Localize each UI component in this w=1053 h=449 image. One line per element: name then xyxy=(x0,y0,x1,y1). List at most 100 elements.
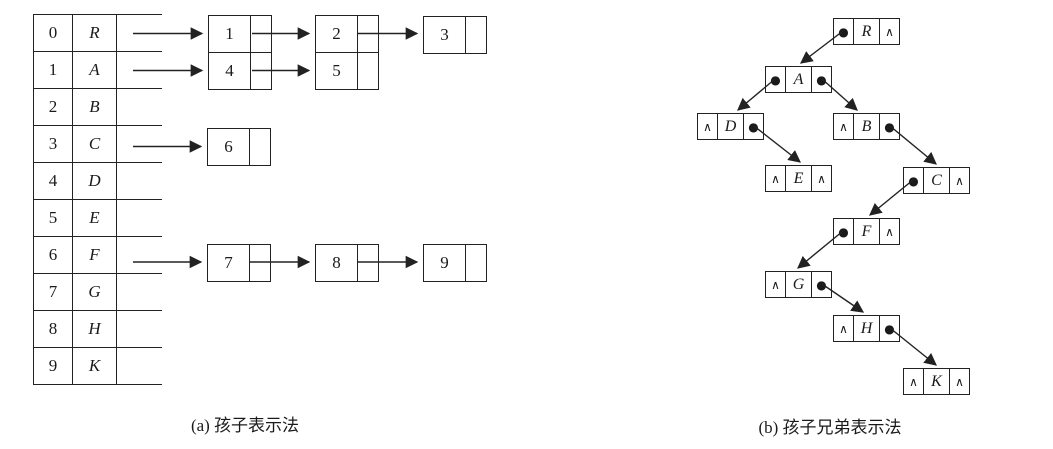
left-child-pointer: ● xyxy=(838,224,849,239)
child-list-node-9: 9 xyxy=(423,244,487,282)
row-child-pointer xyxy=(116,273,162,311)
row-child-pointer xyxy=(116,14,162,52)
right-sibling-pointer: ● xyxy=(816,72,827,87)
right-sibling-pointer: ∧ xyxy=(885,24,894,39)
sibling-node-F: ● F ∧ xyxy=(833,218,900,245)
row-child-pointer xyxy=(116,51,162,89)
node-data: R xyxy=(853,19,880,44)
left-child-pointer: ∧ xyxy=(771,171,780,186)
node-data: H xyxy=(853,316,880,341)
table-row: 9 K xyxy=(33,347,162,385)
node-child-index: 2 xyxy=(316,16,358,52)
sibling-node-R: ● R ∧ xyxy=(833,18,900,45)
sibling-node-D: ∧ D ● xyxy=(697,113,764,140)
right-sibling-pointer: ● xyxy=(816,277,827,292)
row-data: B xyxy=(72,88,117,126)
child-list-node-8: 8 xyxy=(315,244,379,282)
node-data: E xyxy=(785,166,812,191)
row-index: 1 xyxy=(33,51,73,89)
right-sibling-pointer: ● xyxy=(884,321,895,336)
right-sibling-pointer: ∧ xyxy=(955,374,964,389)
row-child-pointer xyxy=(116,125,162,163)
row-index: 8 xyxy=(33,310,73,348)
node-next-pointer xyxy=(251,53,271,89)
left-child-pointer: ∧ xyxy=(839,321,848,336)
table-row: 7 G xyxy=(33,273,162,311)
right-sibling-pointer: ∧ xyxy=(817,171,826,186)
child-list-node-4: 4 xyxy=(208,52,272,90)
child-list-node-7: 7 xyxy=(207,244,271,282)
right-sibling-pointer: ● xyxy=(884,119,895,134)
left-child-pointer: ● xyxy=(770,72,781,87)
right-sibling-pointer: ∧ xyxy=(955,173,964,188)
left-child-pointer: ∧ xyxy=(771,277,780,292)
node-child-index: 6 xyxy=(208,129,250,165)
sibling-node-G: ∧ G ● xyxy=(765,271,832,298)
sibling-node-E: ∧ E ∧ xyxy=(765,165,832,192)
left-child-pointer: ∧ xyxy=(703,119,712,134)
node-child-index: 1 xyxy=(209,16,251,52)
row-index: 4 xyxy=(33,162,73,200)
sibling-node-B: ∧ B ● xyxy=(833,113,900,140)
sibling-node-A: ● A ● xyxy=(765,66,832,93)
node-child-index: 7 xyxy=(208,245,250,281)
row-index: 7 xyxy=(33,273,73,311)
node-child-index: 5 xyxy=(316,53,358,89)
right-sibling-pointer: ● xyxy=(748,119,759,134)
row-child-pointer xyxy=(116,310,162,348)
child-list-node-6: 6 xyxy=(207,128,271,166)
row-data: G xyxy=(72,273,117,311)
node-child-index: 4 xyxy=(209,53,251,89)
row-child-pointer xyxy=(116,236,162,274)
row-data: K xyxy=(72,347,117,385)
child-list-node-3: 3 xyxy=(423,16,487,54)
row-data: F xyxy=(72,236,117,274)
node-next-pointer xyxy=(466,245,486,281)
node-next-pointer xyxy=(358,245,378,281)
node-next-pointer xyxy=(251,16,271,52)
row-data: C xyxy=(72,125,117,163)
sibling-node-H: ∧ H ● xyxy=(833,315,900,342)
node-next-pointer xyxy=(250,129,270,165)
row-index: 3 xyxy=(33,125,73,163)
row-child-pointer xyxy=(116,347,162,385)
caption-a: (a) 孩子表示法 xyxy=(190,416,300,435)
right-sibling-pointer: ∧ xyxy=(885,224,894,239)
row-index: 6 xyxy=(33,236,73,274)
row-index: 2 xyxy=(33,88,73,126)
node-data: G xyxy=(785,272,812,297)
node-next-pointer xyxy=(250,245,270,281)
row-index: 9 xyxy=(33,347,73,385)
table-row: 4 D xyxy=(33,162,162,200)
left-child-pointer: ∧ xyxy=(909,374,918,389)
left-child-pointer: ● xyxy=(908,173,919,188)
table-row: 8 H xyxy=(33,310,162,348)
table-row: 3 C xyxy=(33,125,162,163)
child-list-node-5: 5 xyxy=(315,52,379,90)
node-child-index: 3 xyxy=(424,17,466,53)
child-list-node-2: 2 xyxy=(315,15,379,53)
table-row: 6 F xyxy=(33,236,162,274)
row-child-pointer xyxy=(116,199,162,237)
node-child-index: 9 xyxy=(424,245,466,281)
row-index: 5 xyxy=(33,199,73,237)
left-child-pointer: ● xyxy=(838,24,849,39)
sibling-node-K: ∧ K ∧ xyxy=(903,368,970,395)
row-child-pointer xyxy=(116,162,162,200)
child-list-node-1: 1 xyxy=(208,15,272,53)
node-array-table: 0 R 1 A 2 B 3 C 4 D 5 E 6 xyxy=(33,14,162,385)
node-next-pointer xyxy=(358,53,378,89)
node-data: D xyxy=(717,114,744,139)
row-data: A xyxy=(72,51,117,89)
node-data: K xyxy=(923,369,950,394)
node-data: C xyxy=(923,168,950,193)
node-data: A xyxy=(785,67,812,92)
row-index: 0 xyxy=(33,14,73,52)
table-row: 1 A xyxy=(33,51,162,89)
table-row: 2 B xyxy=(33,88,162,126)
node-next-pointer xyxy=(358,16,378,52)
table-row: 5 E xyxy=(33,199,162,237)
sibling-node-C: ● C ∧ xyxy=(903,167,970,194)
table-row: 0 R xyxy=(33,14,162,52)
